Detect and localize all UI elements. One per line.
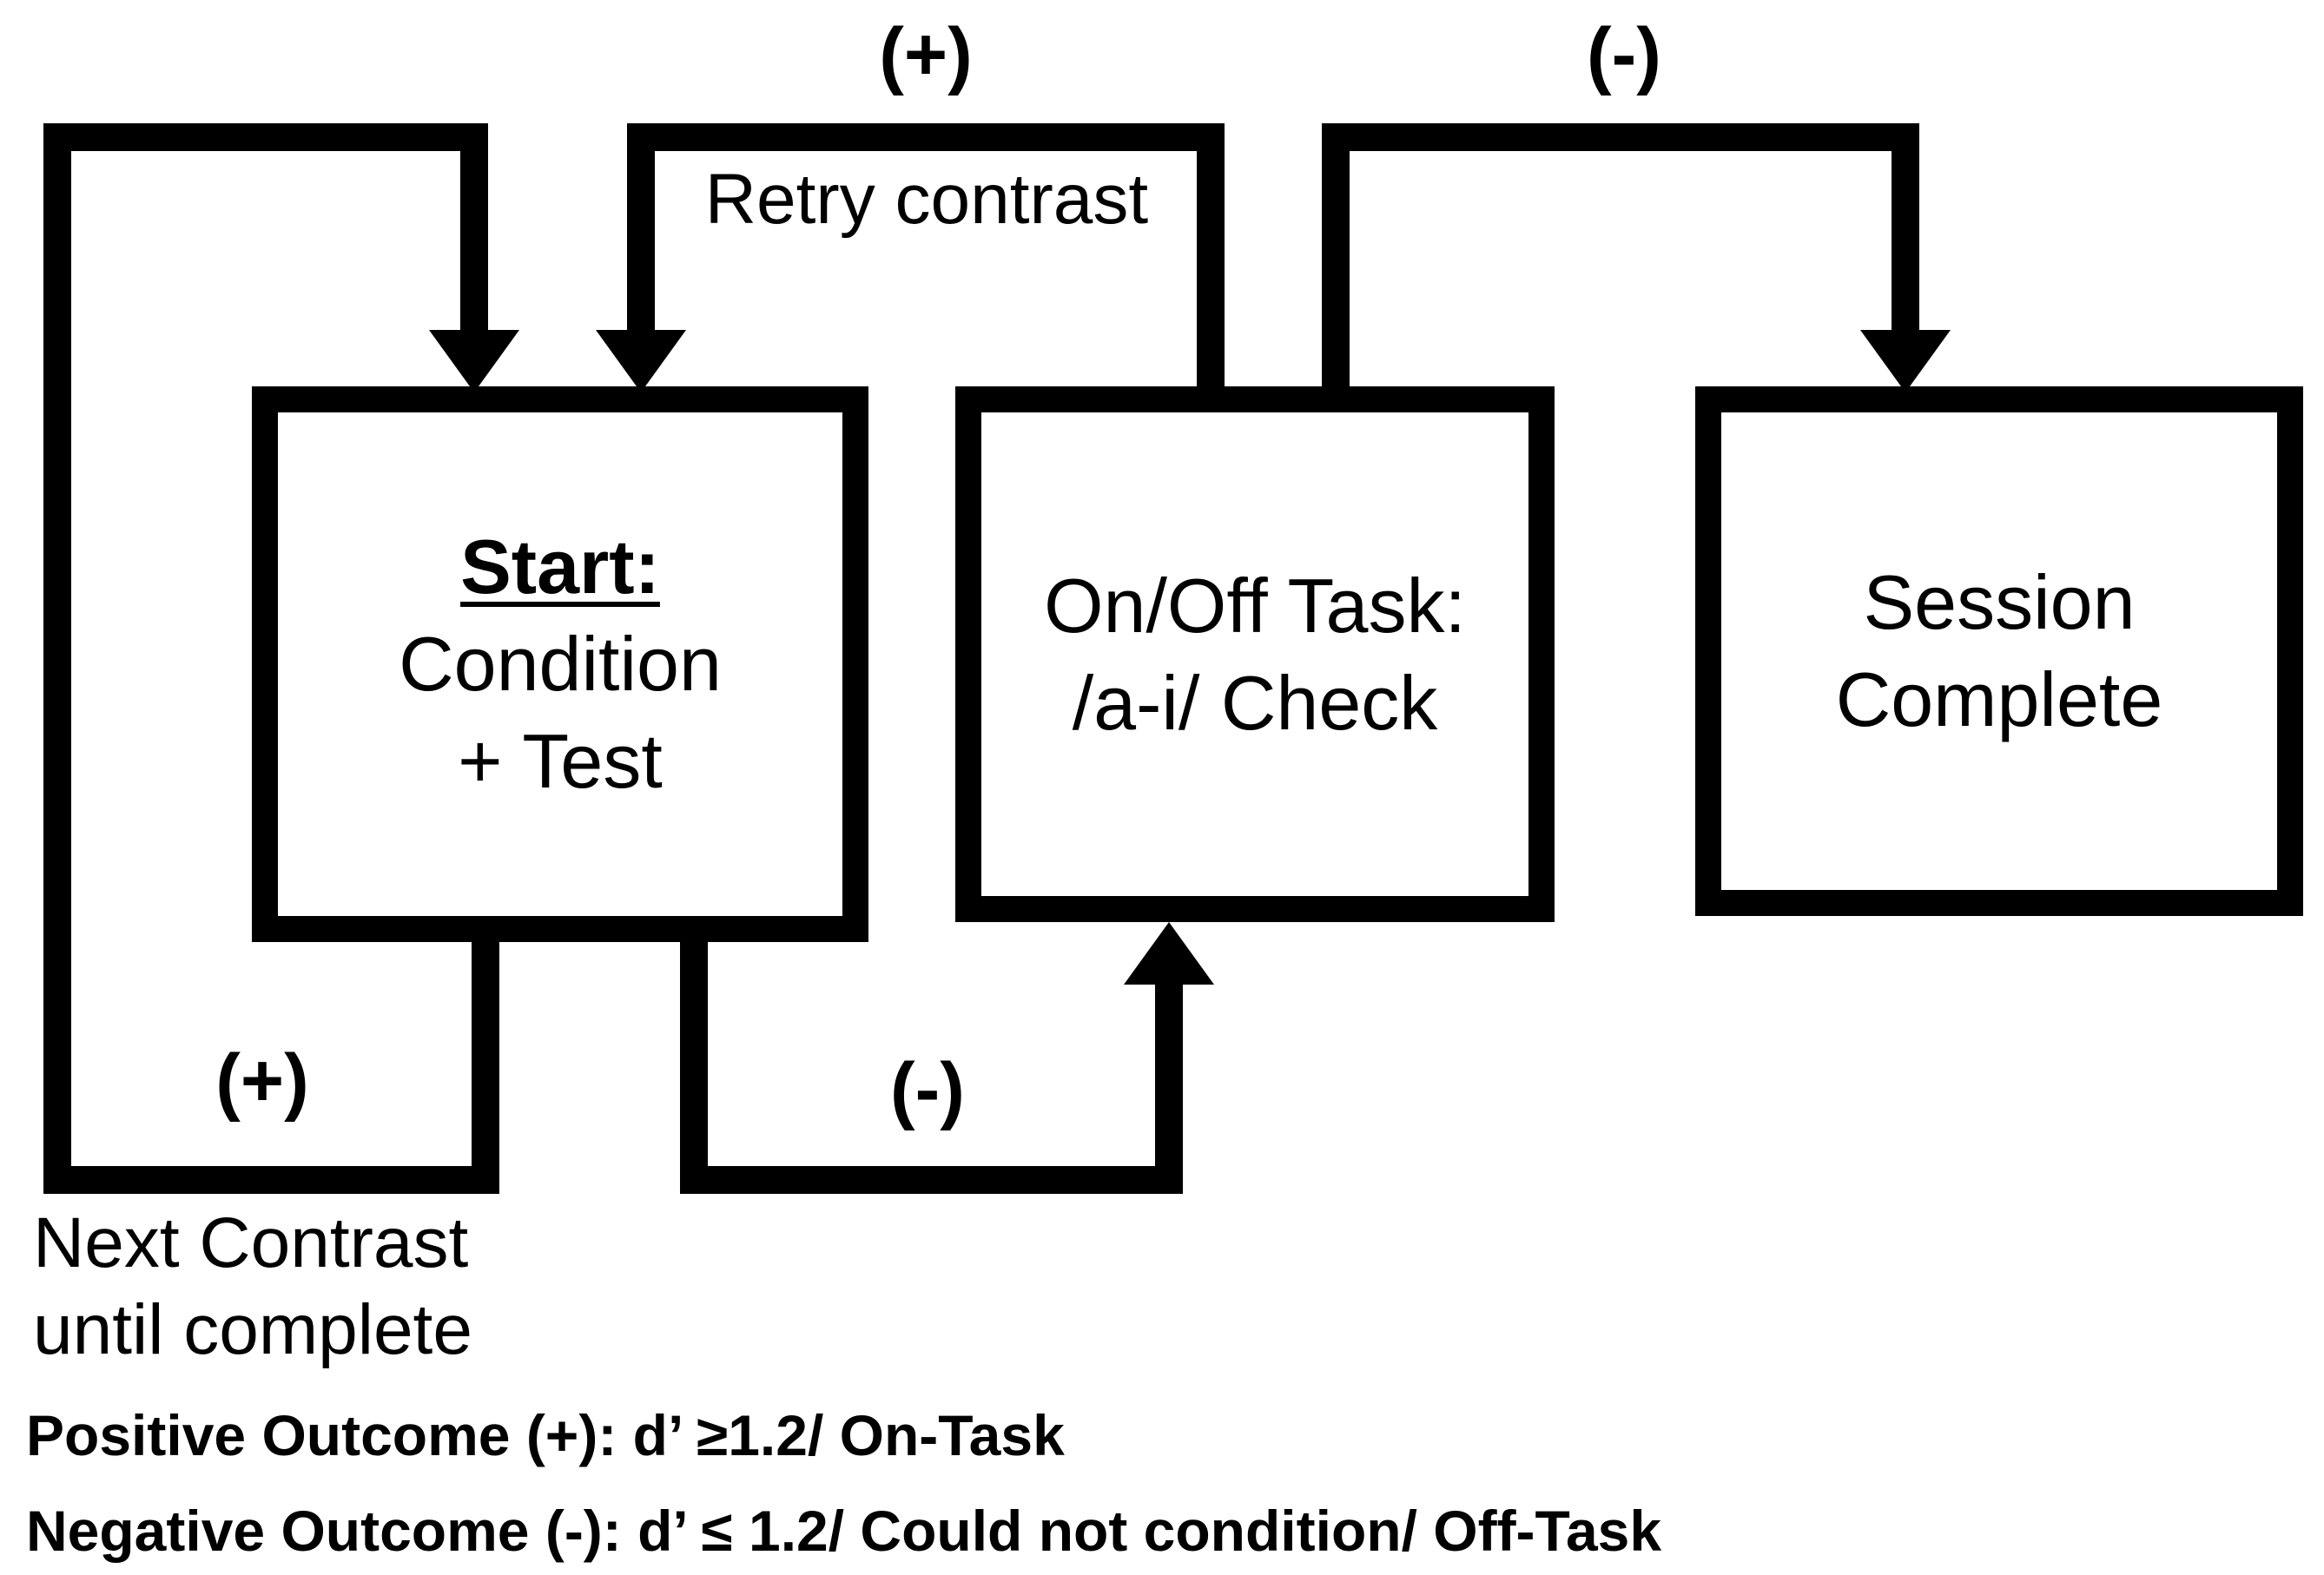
session-path-top-line	[1322, 123, 1919, 151]
next-loop-bottom-line	[43, 1166, 499, 1194]
task-path-arrow-stem	[1155, 976, 1183, 1194]
arrow-down-icon	[596, 330, 686, 392]
task-box-line2: /a-i/ Check	[1072, 659, 1438, 746]
legend: Positive Outcome (+): d’ ≥1.2/ On-Task N…	[26, 1387, 1661, 1575]
retry-loop-top-line	[627, 123, 1225, 151]
retry-caption: Retry contrast	[704, 160, 1149, 239]
arrow-up-icon	[1124, 922, 1214, 985]
session-minus-label: (-)	[1587, 13, 1661, 96]
session-path-task-exit-line	[1322, 123, 1350, 414]
next-loop-start-exit-line	[472, 942, 499, 1194]
task-box-line1: On/Off Task:	[1044, 562, 1466, 649]
next-contrast-caption-line1: Next Contrast	[33, 1203, 469, 1282]
start-box-line3: + Test	[458, 718, 663, 804]
retry-plus-label: (+)	[879, 13, 973, 96]
next-contrast-caption-line2: until complete	[33, 1290, 472, 1369]
legend-positive-outcome: Positive Outcome (+): d’ ≥1.2/ On-Task	[26, 1403, 1065, 1467]
retry-loop-arrow-stem	[627, 123, 655, 332]
next-plus-label: (+)	[215, 1039, 309, 1123]
session-complete-box: Session Complete	[1695, 386, 2303, 916]
arrow-down-icon	[429, 330, 519, 392]
task-path-start-exit-line	[680, 942, 708, 1194]
legend-negative-outcome: Negative Outcome (-): d’ ≤ 1.2/ Could no…	[26, 1499, 1662, 1563]
start-box-title: Start:	[460, 524, 660, 610]
retry-loop-task-exit-line	[1197, 123, 1225, 414]
session-path-arrow-stem	[1892, 123, 1919, 332]
next-loop-left-line	[43, 123, 71, 1194]
task-path-bottom-line	[680, 1166, 1183, 1194]
start-box-line2: Condition	[399, 621, 722, 707]
next-loop-top-line	[43, 123, 488, 151]
session-box-line1: Session	[1863, 559, 2136, 645]
next-loop-arrow-stem	[460, 123, 488, 332]
on-off-task-box: On/Off Task: /a-i/ Check	[955, 386, 1555, 922]
arrow-down-icon	[1860, 330, 1951, 392]
session-box-line2: Complete	[1835, 656, 2163, 742]
start-box: Start: Condition + Test	[252, 386, 868, 942]
next-contrast-caption: Next Contrast until complete	[33, 1200, 472, 1374]
task-minus-label: (-)	[890, 1048, 965, 1131]
